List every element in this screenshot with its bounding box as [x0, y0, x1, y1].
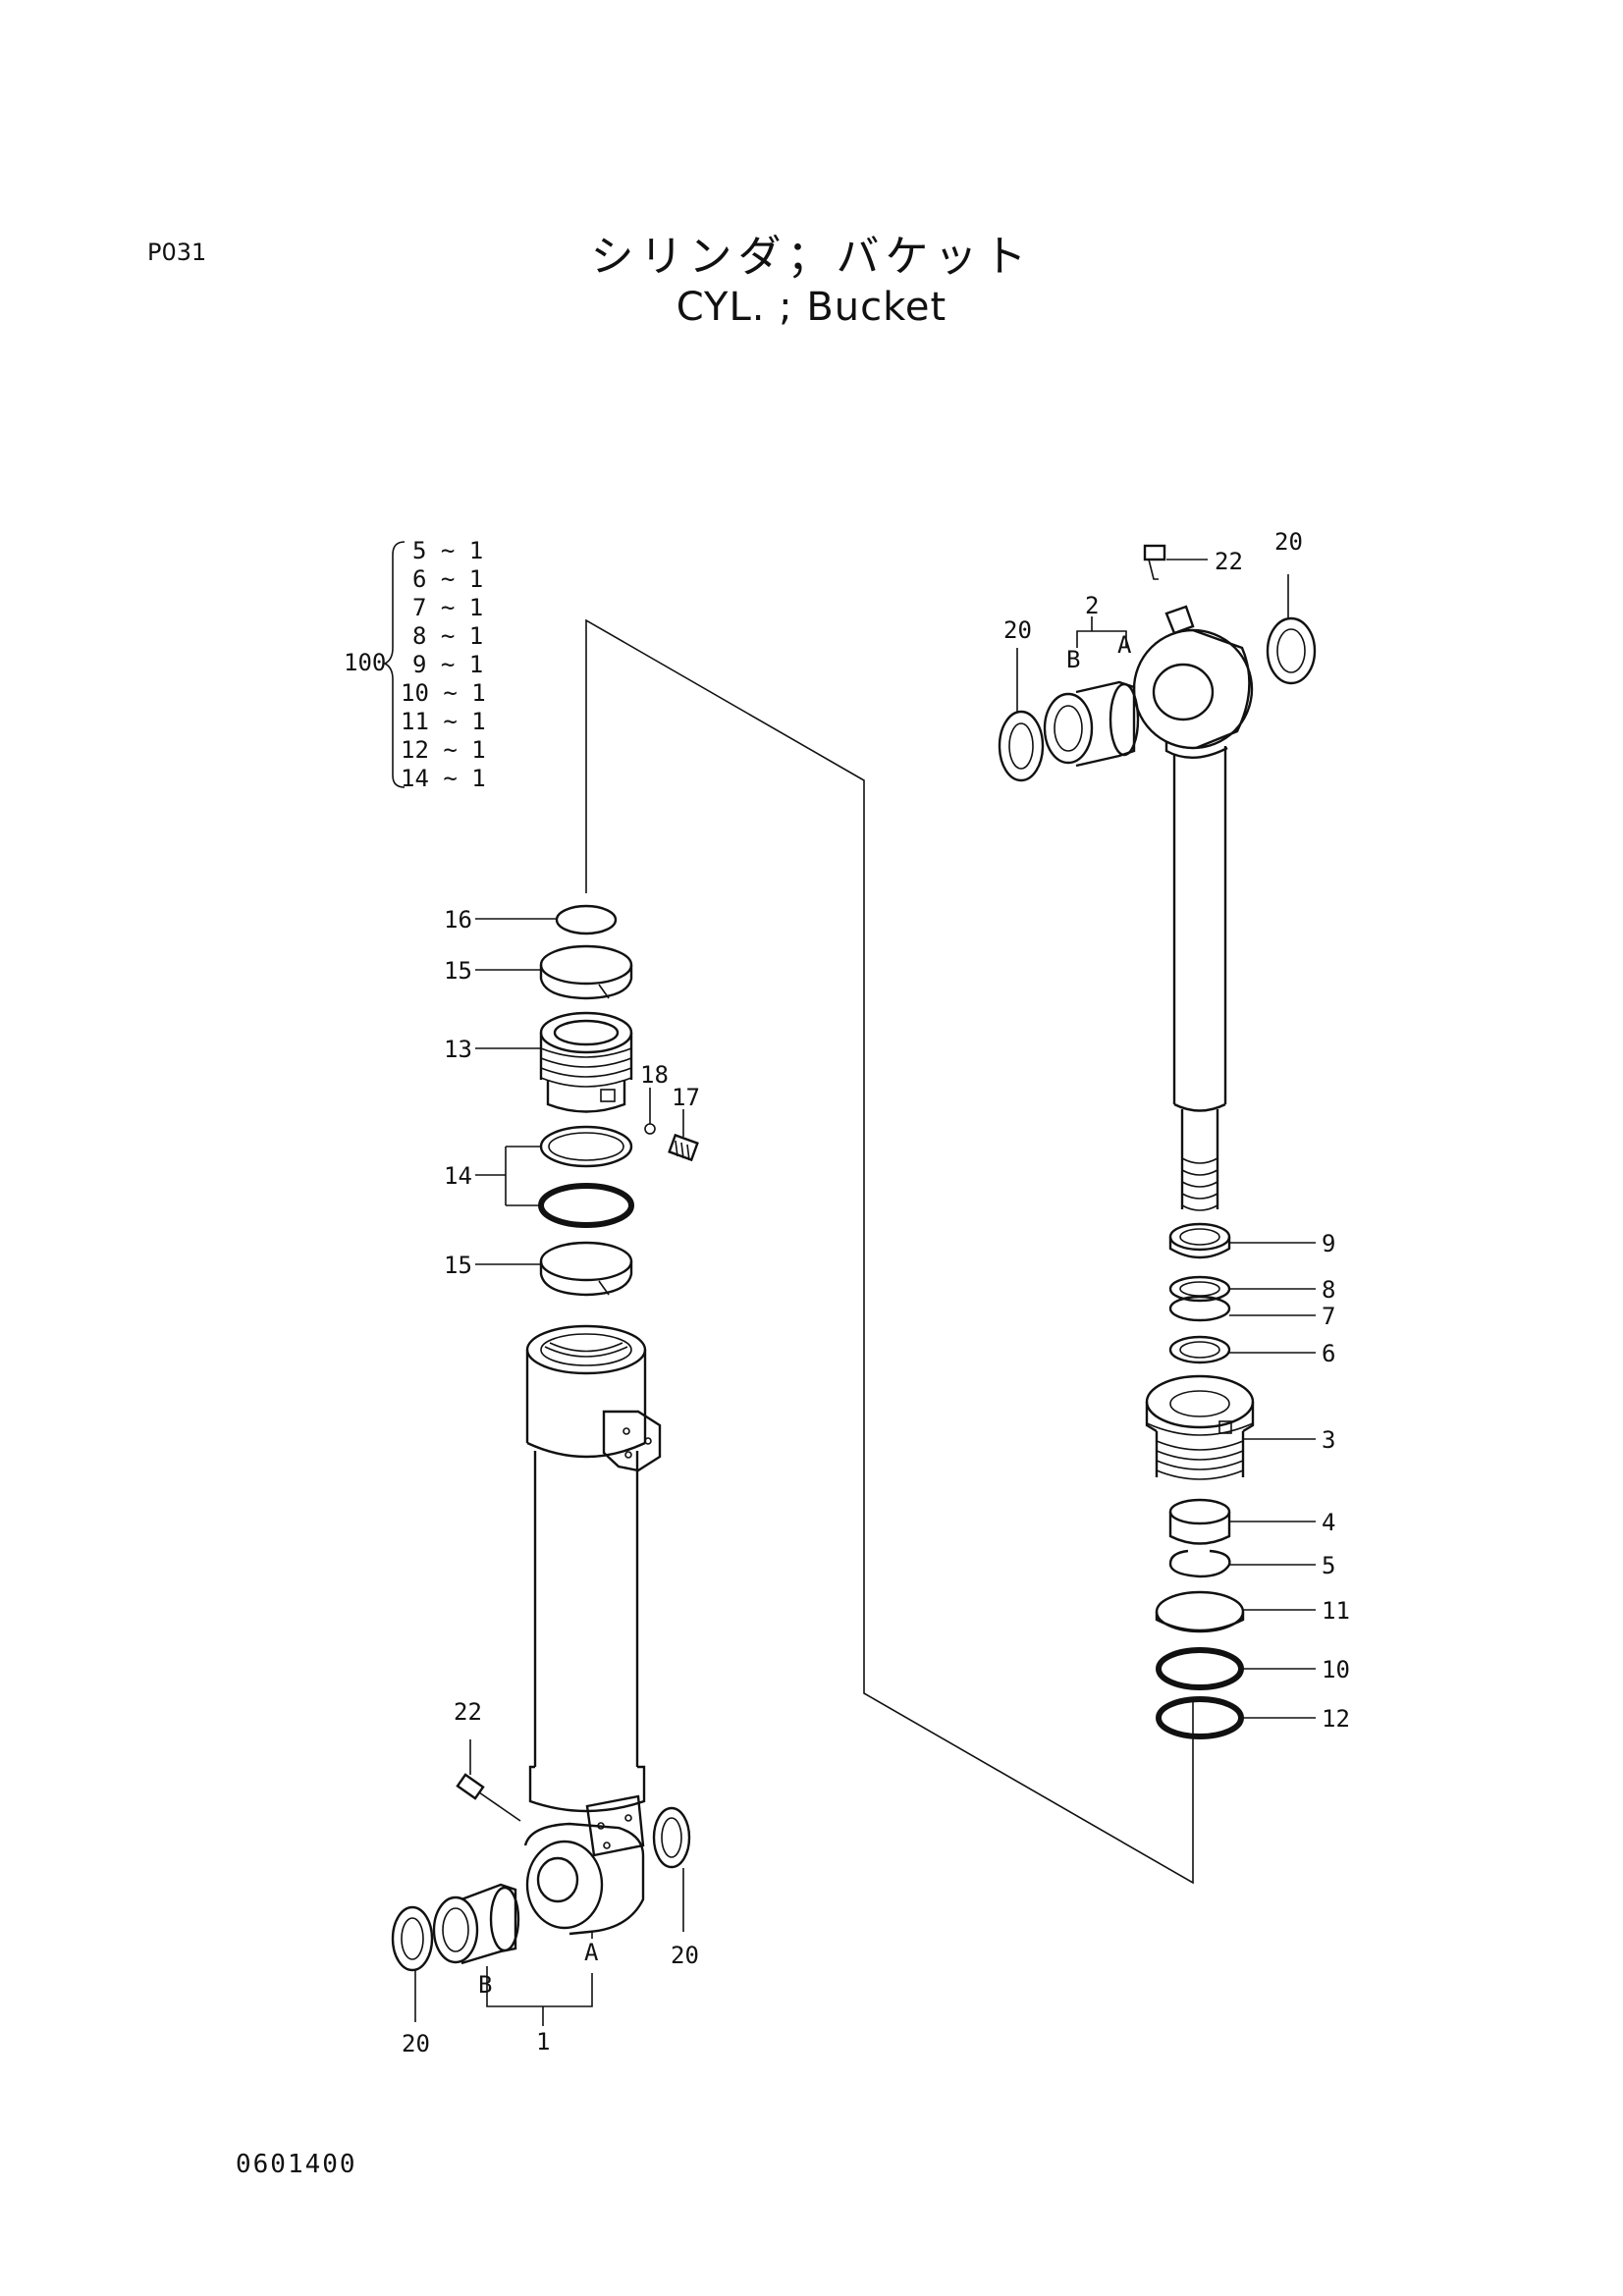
bushing-tube-B	[432, 1883, 520, 1965]
kit-item: 5 ~ 1	[412, 537, 483, 564]
callout-tube-B: B	[478, 1971, 492, 1999]
callout-22-tube: 22	[454, 1698, 482, 1726]
kit-list: 100 5 ~ 1 6 ~ 1 7 ~ 1 8 ~ 1 9 ~ 1 10 ~ 1…	[344, 537, 486, 792]
part-2-rod-eye	[1132, 605, 1254, 760]
page-code: P031	[147, 239, 207, 266]
callout-4: 4	[1322, 1509, 1335, 1536]
callout-16: 16	[444, 906, 472, 934]
callout-20-tube-left: 20	[402, 2030, 430, 2057]
kit-number: 100	[344, 649, 386, 676]
callout-20-tube-right: 20	[671, 1942, 699, 1969]
part-18-ball	[644, 1123, 656, 1135]
drawing-code: 0601400	[236, 2150, 357, 2179]
kit-item: 6 ~ 1	[412, 565, 483, 593]
kit-item: 8 ~ 1	[412, 622, 483, 650]
part-16-ring	[555, 904, 618, 935]
callout-10: 10	[1322, 1656, 1350, 1683]
kit-item: 9 ~ 1	[412, 651, 483, 678]
callout-rod-B: B	[1066, 646, 1080, 673]
callout-12: 12	[1322, 1705, 1350, 1733]
part-10-o-ring	[1156, 1647, 1244, 1690]
leader-lines	[414, 559, 1316, 2026]
kit-item: 12 ~ 1	[401, 736, 486, 764]
callout-15-upper: 15	[444, 957, 472, 985]
callout-3: 3	[1322, 1426, 1335, 1454]
part-20-shim-tube-right	[652, 1806, 691, 1869]
callout-8: 8	[1322, 1276, 1335, 1304]
rod-shaft	[1172, 746, 1227, 1211]
assembly-line	[585, 618, 1194, 1885]
part-20-shim-rod-right	[1266, 616, 1317, 685]
callout-22-rod: 22	[1215, 548, 1243, 575]
callout-18: 18	[640, 1061, 669, 1089]
part-6-buffer-ring	[1168, 1335, 1231, 1364]
callout-7: 7	[1322, 1303, 1335, 1330]
callout-rod-A: A	[1117, 631, 1132, 659]
part-14-seal-set	[538, 1125, 634, 1228]
part-12-o-ring	[1156, 1696, 1244, 1739]
callout-9: 9	[1322, 1230, 1335, 1257]
callout-15-lower: 15	[444, 1252, 472, 1279]
bushing-rod-B	[1043, 680, 1140, 768]
callout-1: 1	[536, 2028, 550, 2056]
part-7-backup-ring	[1168, 1295, 1231, 1322]
part-1-cylinder-tube	[523, 1324, 662, 1936]
part-5-snap-ring	[1168, 1549, 1231, 1578]
part-4-bushing	[1168, 1498, 1231, 1545]
callout-20-rod-right: 20	[1274, 528, 1303, 556]
part-15-wear-ring-upper	[539, 944, 633, 1000]
title-japanese: シリンダ；バケット	[590, 232, 1033, 282]
callout-13: 13	[444, 1036, 472, 1063]
part-9-dust-seal	[1168, 1222, 1231, 1259]
kit-brace	[383, 541, 406, 788]
part-22-grease-fitting-tube	[456, 1773, 521, 1822]
callout-tube-A: A	[584, 1939, 599, 1966]
callout-labels: 16 15 13 18 17 14 15 22 20 20 B A 1 22 2…	[402, 528, 1350, 2057]
kit-item: 10 ~ 1	[401, 679, 486, 707]
part-22-grease-fitting-rod	[1143, 544, 1166, 580]
part-15-wear-ring-lower	[539, 1241, 633, 1297]
callout-6: 6	[1322, 1340, 1335, 1367]
part-17-set-screw	[668, 1133, 699, 1162]
part-13-piston	[539, 1011, 633, 1113]
title-english: CYL. ; Bucket	[676, 285, 947, 330]
part-3-rod-cover	[1145, 1374, 1255, 1480]
callout-2: 2	[1085, 592, 1099, 619]
kit-item: 11 ~ 1	[401, 708, 486, 735]
callout-17: 17	[672, 1084, 700, 1111]
callout-11: 11	[1322, 1597, 1350, 1625]
kit-item: 14 ~ 1	[401, 765, 486, 792]
kit-item: 7 ~ 1	[412, 594, 483, 621]
callout-20-rod-left: 20	[1003, 616, 1032, 644]
part-11-backup-ring	[1155, 1590, 1245, 1633]
part-20-shim-rod-left	[998, 710, 1045, 782]
part-20-shim-tube-left	[391, 1905, 434, 1972]
callout-14: 14	[444, 1162, 472, 1190]
callout-5: 5	[1322, 1552, 1335, 1579]
